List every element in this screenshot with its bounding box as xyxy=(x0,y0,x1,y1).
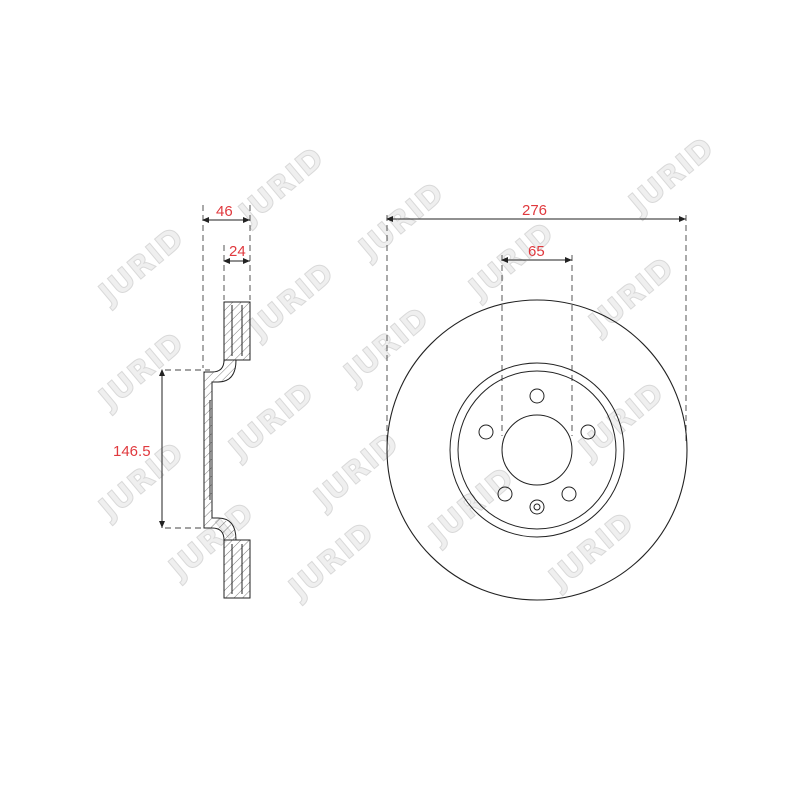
watermark: JURID xyxy=(461,215,561,307)
locating-screw-inner xyxy=(533,503,541,511)
friction-ring-top xyxy=(223,301,251,361)
watermark: JURID xyxy=(351,175,451,267)
center-bore xyxy=(501,414,573,486)
watermark: JURID xyxy=(231,140,331,232)
watermark: JURID xyxy=(336,300,436,392)
watermark: JURID xyxy=(306,425,406,517)
watermark: JURID xyxy=(91,220,191,312)
watermark: JURID xyxy=(541,505,641,597)
locating-screw-hole xyxy=(529,499,545,515)
dim-disc-thickness: 24 xyxy=(229,243,246,260)
bolt-hole xyxy=(561,486,577,502)
watermark: JURID xyxy=(571,375,671,467)
bolt-hole xyxy=(478,424,494,440)
watermark: JURID xyxy=(581,250,681,342)
bolt-hole xyxy=(529,388,545,404)
friction-ring-bottom xyxy=(223,539,251,599)
watermark: JURID xyxy=(91,325,191,417)
dim-outer-diameter: 276 xyxy=(522,202,547,219)
watermark: JURID xyxy=(281,515,381,607)
watermark-layer: JURID JURID JURID JURID JURID JURID JURI… xyxy=(91,130,722,608)
dim-hat-height: 146.5 xyxy=(113,443,151,460)
watermark: JURID xyxy=(221,375,321,467)
side-view: 46 24 146.5 xyxy=(113,203,251,599)
bolt-hole xyxy=(580,424,596,440)
hat-inner-circle xyxy=(457,370,617,530)
dim-overall-width: 46 xyxy=(216,203,233,220)
disc-outer-edge xyxy=(386,299,688,601)
hat-outer-circle xyxy=(449,362,625,538)
watermark: JURID xyxy=(241,255,341,347)
front-view: 276 65 xyxy=(386,202,688,601)
dim-center-bore: 65 xyxy=(528,243,545,260)
watermark: JURID xyxy=(621,130,721,222)
bolt-hole xyxy=(497,486,513,502)
